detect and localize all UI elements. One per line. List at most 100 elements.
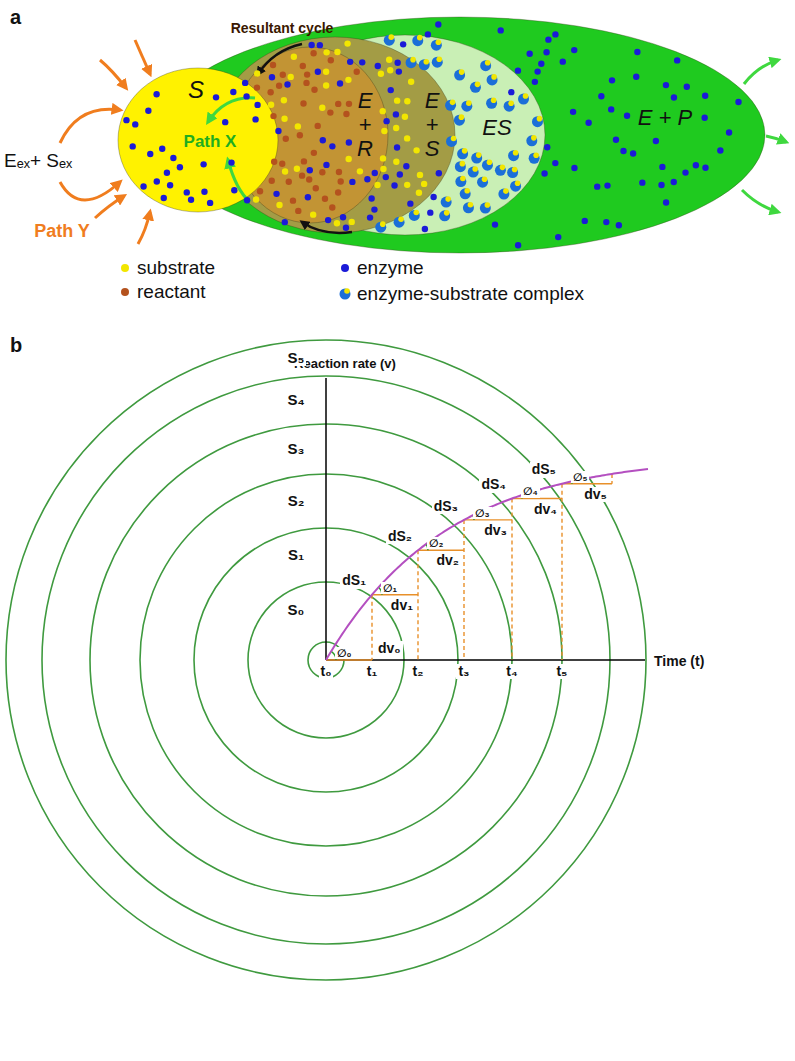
substrate-dot (349, 219, 355, 225)
enzyme-dot (147, 151, 153, 157)
complex-dot (455, 161, 466, 172)
graph-label: t₅ (554, 664, 569, 679)
enzyme-dot (630, 150, 636, 156)
graph-label: S₅ (286, 350, 307, 367)
complex-dot (526, 135, 537, 146)
complex-dot (471, 152, 482, 163)
axis-label: Time (t) (652, 654, 706, 669)
enzyme-dot (383, 174, 389, 180)
graph-label: dS₃ (432, 499, 460, 514)
enzyme-dot (430, 194, 436, 200)
path-y-arrow (100, 60, 126, 88)
substrate-dot (253, 196, 259, 202)
path-y-arrow (138, 212, 150, 244)
substrate-dot (393, 159, 399, 165)
enzyme-dot (371, 206, 377, 212)
substrate-dot (310, 211, 316, 217)
time-guide (611, 474, 612, 484)
complex-dot (431, 39, 442, 50)
enzyme-dot (167, 182, 173, 188)
enzyme-dot (663, 82, 669, 88)
legend-text: enzyme (357, 258, 424, 279)
complex-dot (412, 35, 423, 46)
region-label: E + P (638, 106, 692, 130)
enzyme-dot (269, 74, 275, 80)
enzyme-dot (207, 200, 213, 206)
enzyme-dot (393, 111, 399, 117)
path-y-arrow (95, 196, 124, 218)
enzyme-dot (726, 129, 732, 135)
enzyme-dot (422, 226, 428, 232)
enzyme-dot (145, 108, 151, 114)
path-y-arrow (135, 40, 150, 74)
enzyme-dot (609, 77, 615, 83)
enzyme-dot (701, 115, 707, 121)
graph-label: dv₅ (582, 487, 609, 502)
graph-label: t₀ (319, 664, 334, 679)
enzyme-dot (435, 21, 441, 27)
enzyme-dot (305, 194, 311, 200)
enzyme-dot (702, 92, 708, 98)
complex-dot (504, 100, 515, 111)
reactant-dot (322, 196, 328, 202)
substrate-dot (276, 202, 282, 208)
enzyme-dot (532, 79, 538, 85)
substrate-dot (374, 182, 380, 188)
enzyme-dot (702, 165, 708, 171)
graph-label: dS₂ (386, 529, 414, 544)
enzyme-dot (231, 187, 237, 193)
substrate-dot (421, 181, 427, 187)
enzyme-dot (604, 182, 610, 188)
complex-dot (508, 150, 519, 161)
complex-dot (495, 165, 506, 176)
path-y-arrow (60, 182, 120, 200)
time-guide (561, 484, 562, 660)
complex-dot (394, 216, 405, 227)
reactant-dot (313, 185, 319, 191)
enzyme-dot (613, 137, 619, 143)
enzyme-dot (367, 214, 373, 220)
enzyme-dot (653, 138, 659, 144)
complex-dot (409, 210, 420, 221)
enzyme-dot (427, 209, 433, 215)
substrate-dot (295, 123, 301, 129)
substrate-dot (282, 168, 288, 174)
reactant-dot (304, 71, 310, 77)
enzyme-dot (177, 164, 183, 170)
complex-dot (470, 82, 481, 93)
graph-label: S₄ (285, 392, 306, 409)
graph-label: ∅₀ (335, 647, 353, 659)
enzyme-dot (526, 51, 532, 57)
reactant-dot (335, 189, 341, 195)
reactant-dot (254, 84, 260, 90)
enzyme-dot (515, 242, 521, 248)
enzyme-dot (684, 84, 690, 90)
reactant-dot (335, 101, 341, 107)
rate-curve (326, 469, 648, 660)
enzyme-dot (436, 170, 442, 176)
enzyme-dot (284, 81, 290, 87)
enzyme-dot (515, 67, 521, 73)
reactant-dot (283, 136, 289, 142)
reactant-dot (297, 132, 303, 138)
reactant-dot (319, 169, 325, 175)
enzyme-dot (659, 164, 665, 170)
step-line (372, 594, 418, 595)
complex-dot (532, 116, 543, 127)
reactant-dot (337, 178, 343, 184)
complex-dot (482, 159, 493, 170)
axis-label: Reaction rate (v) (292, 357, 398, 371)
graph-label: dv₂ (434, 553, 461, 568)
enzyme-dot (383, 118, 389, 124)
substrate-dot (381, 128, 387, 134)
enzyme-dot (213, 94, 219, 100)
enzyme-dot (228, 159, 234, 165)
enzyme-dot (671, 179, 677, 185)
substrate-dot (319, 105, 325, 111)
enzyme-dot (184, 189, 190, 195)
cycle-arrow (302, 222, 352, 233)
substrate-dot (334, 49, 340, 55)
graph-label: dv₀ (376, 641, 403, 656)
enzyme-dot (188, 197, 194, 203)
complex-dot (487, 74, 498, 85)
